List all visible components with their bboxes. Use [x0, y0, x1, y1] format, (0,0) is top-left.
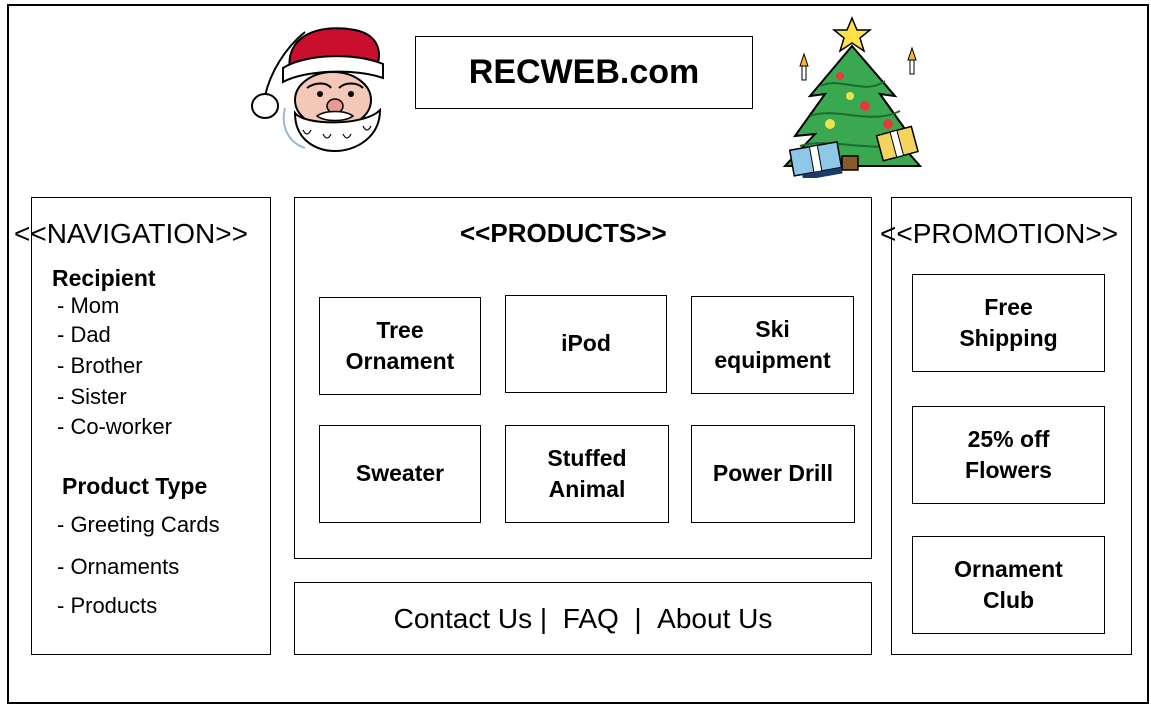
- nav-link-products[interactable]: - Products: [57, 593, 158, 618]
- nav-link-brother[interactable]: - Brother: [57, 353, 143, 378]
- product-type-heading: Product Type: [62, 473, 208, 499]
- nav-link-dad[interactable]: - Dad: [57, 322, 111, 347]
- product-sweater[interactable]: Sweater: [319, 425, 481, 523]
- product-ipod[interactable]: iPod: [505, 295, 667, 393]
- nav-link-co-worker[interactable]: - Co-worker: [57, 414, 172, 439]
- promotion-panel: [891, 197, 1132, 655]
- about-us-link[interactable]: About Us: [657, 602, 773, 634]
- footer-links: Contact Us | FAQ | About Us: [294, 582, 872, 655]
- navigation-heading: <<NAVIGATION>>: [14, 218, 248, 249]
- promo-free-shipping[interactable]: Free Shipping: [912, 274, 1105, 372]
- footer-separator: |: [618, 602, 658, 634]
- recipient-heading: Recipient: [52, 265, 156, 291]
- santa-clipart-icon: [251, 27, 384, 153]
- footer-separator: |: [532, 602, 563, 634]
- product-tree-ornament[interactable]: Tree Ornament: [319, 297, 481, 395]
- navigation-panel: [31, 197, 271, 655]
- nav-link-mom[interactable]: - Mom: [57, 293, 120, 318]
- promo-ornament-club[interactable]: Ornament Club: [912, 536, 1105, 634]
- christmas-tree-clipart-icon: [782, 16, 923, 178]
- faq-link[interactable]: FAQ: [562, 602, 619, 634]
- promotion-heading: <<PROMOTION>>: [880, 218, 1119, 249]
- products-heading: <<PRODUCTS>>: [460, 218, 667, 248]
- nav-link-greeting-cards[interactable]: - Greeting Cards: [57, 512, 220, 537]
- promo-25-off-flowers[interactable]: 25% off Flowers: [912, 406, 1105, 504]
- products-panel: [294, 197, 872, 559]
- nav-link-ornaments[interactable]: - Ornaments: [57, 554, 180, 579]
- product-power-drill[interactable]: Power Drill: [691, 425, 855, 523]
- product-ski-equipment[interactable]: Ski equipment: [691, 296, 854, 394]
- product-stuffed-animal[interactable]: Stuffed Animal: [505, 425, 669, 523]
- site-title: RECWEB.com: [415, 36, 753, 109]
- contact-us-link[interactable]: Contact Us: [393, 602, 533, 634]
- nav-link-sister[interactable]: - Sister: [57, 384, 127, 409]
